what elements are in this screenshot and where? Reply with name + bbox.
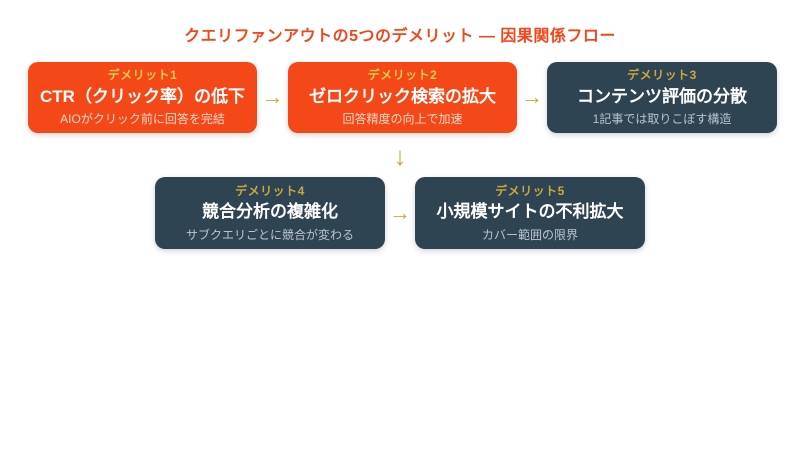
node-demerit-2-label: デメリット2	[367, 68, 438, 83]
node-demerit-1-title: CTR（クリック率）の低下	[40, 86, 245, 106]
arrow-right-icon: →	[261, 84, 284, 109]
node-demerit-2-title: ゼロクリック検索の拡大	[309, 86, 496, 106]
node-demerit-3: デメリット3 コンテンツ評価の分散 1記事では取りこぼす構造	[547, 62, 777, 133]
node-demerit-4-title: 競合分析の複雑化	[202, 202, 338, 222]
arrow-down-icon: ↓	[393, 141, 407, 171]
node-demerit-4-label: デメリット4	[235, 183, 305, 198]
node-demerit-2: デメリット2 ゼロクリック検索の拡大 回答精度の向上で加速	[288, 62, 517, 133]
node-demerit-2-subtitle: 回答精度の向上で加速	[342, 112, 463, 127]
node-demerit-3-subtitle: 1記事では取りこぼす構造	[592, 112, 732, 127]
node-demerit-5-title: 小規模サイトの不利拡大	[436, 202, 624, 222]
node-demerit-3-label: デメリット3	[627, 68, 697, 83]
node-demerit-3-title: コンテンツ評価の分散	[577, 86, 747, 106]
arrow-right-icon: →	[521, 84, 543, 109]
node-demerit-1-label: デメリット1	[107, 68, 178, 83]
node-demerit-1-subtitle: AIOがクリック前に回答を完結	[60, 112, 225, 127]
arrow-right-icon: →	[389, 200, 411, 225]
diagram-title: クエリファンアウトの5つのデメリット — 因果関係フロー	[184, 28, 616, 45]
node-demerit-1: デメリット1 CTR（クリック率）の低下 AIOがクリック前に回答を完結	[28, 62, 257, 133]
node-demerit-4-subtitle: サブクエリごとに競合が変わる	[185, 227, 354, 242]
node-demerit-5: デメリット5 小規模サイトの不利拡大 カバー範囲の限界	[415, 177, 645, 249]
node-demerit-4: デメリット4 競合分析の複雑化 サブクエリごとに競合が変わる	[155, 177, 385, 249]
node-demerit-5-label: デメリット5	[495, 183, 565, 198]
node-demerit-5-subtitle: カバー範囲の限界	[481, 227, 578, 242]
